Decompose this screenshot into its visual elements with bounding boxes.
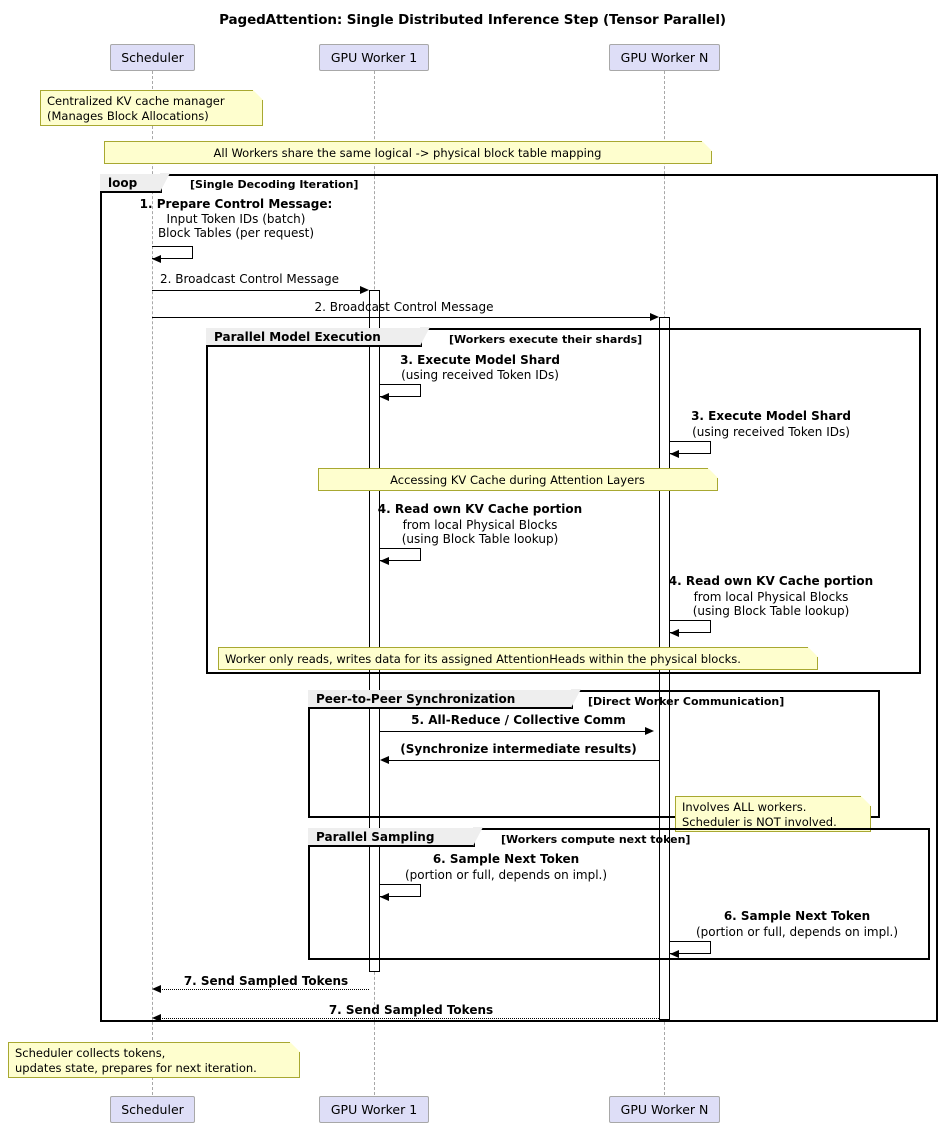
activation-gpu-worker-1-main [369, 290, 380, 972]
message-3-worker1-arrowhead [380, 393, 389, 401]
message-4-workerN-arrowhead [670, 629, 679, 637]
participant-scheduler-top[interactable]: Scheduler [110, 44, 195, 71]
message-3-workerN-title: 3. Execute Model Shard [691, 409, 851, 423]
message-6-worker1-arrowhead [380, 893, 389, 901]
frame-parallel-model-execution [206, 328, 921, 674]
message-6-worker1-self-arrow [380, 884, 421, 897]
frame-loop [100, 174, 938, 1022]
message-5-allreduce-arrowhead [645, 727, 654, 735]
message-5-sync-results-arrowhead [380, 756, 389, 764]
message-2a-line [152, 290, 366, 291]
message-4-workerN-sub2: (using Block Table lookup) [692, 604, 850, 618]
frame-peer-to-peer-sync [308, 690, 880, 818]
message-2b-label: 2. Broadcast Control Message [314, 300, 494, 314]
note-worker-scope: Worker only reads, writes data for its a… [218, 647, 818, 670]
frame-loop-condition: [Single Decoding Iteration] [190, 178, 359, 191]
message-1-arrowhead [152, 255, 161, 263]
message-4-worker1-sub1: from local Physical Blocks [402, 518, 558, 532]
message-3-workerN-self-arrow [670, 441, 711, 454]
lifeline-scheduler [152, 71, 153, 1095]
frame-parallel-model-execution-condition: [Workers execute their shards] [449, 333, 643, 346]
message-5-sync-results-line [388, 760, 659, 761]
frame-parallel-sampling [308, 828, 930, 960]
note-kv-cache-access: Accessing KV Cache during Attention Laye… [318, 468, 718, 491]
message-6-workerN-self-arrow [670, 941, 711, 954]
message-6-workerN-sub: (portion or full, depends on impl.) [695, 925, 899, 939]
participant-scheduler-bottom[interactable]: Scheduler [110, 1096, 195, 1123]
message-6-workerN-arrowhead [670, 950, 679, 958]
message-7b-arrowhead [152, 1014, 161, 1022]
message-1-line-3: Block Tables (per request) [157, 226, 315, 240]
participant-gpu-worker-1-bottom[interactable]: GPU Worker 1 [319, 1096, 429, 1123]
message-4-workerN-self-arrow [670, 620, 711, 633]
note-scheduler-role: Centralized KV cache manager (Manages Bl… [40, 90, 263, 126]
message-4-worker1-self-arrow [380, 548, 421, 561]
message-2b-arrowhead [650, 313, 659, 321]
participant-gpu-worker-n-bottom[interactable]: GPU Worker N [609, 1096, 720, 1123]
frame-peer-to-peer-sync-condition: [Direct Worker Communication] [588, 695, 785, 708]
message-7b-line [160, 1018, 659, 1019]
message-7b-label: 7. Send Sampled Tokens [328, 1003, 494, 1017]
frame-parallel-sampling-condition: [Workers compute next token] [501, 833, 691, 846]
note-p2p-scope: Involves ALL workers. Scheduler is NOT i… [675, 796, 871, 832]
page-title: PagedAttention: Single Distributed Infer… [219, 12, 726, 28]
message-3-worker1-self-arrow [380, 384, 421, 397]
note-scheduler-collect: Scheduler collects tokens, updates state… [8, 1042, 300, 1078]
message-7a-arrowhead [152, 985, 161, 993]
participant-gpu-worker-n-top[interactable]: GPU Worker N [609, 44, 720, 71]
frame-loop-tab: loop [100, 173, 170, 193]
message-5-allreduce-line [380, 731, 650, 732]
message-5-allreduce-label: 5. All-Reduce / Collective Comm [411, 713, 626, 727]
message-3-worker1-sub: (using received Token IDs) [401, 368, 559, 382]
message-6-worker1-title: 6. Sample Next Token [432, 852, 580, 866]
message-2a-arrowhead [360, 286, 369, 294]
message-7a-label: 7. Send Sampled Tokens [183, 974, 349, 988]
message-4-worker1-arrowhead [380, 557, 389, 565]
message-2b-line [152, 317, 655, 318]
message-5-sync-results-label: (Synchronize intermediate results) [400, 742, 637, 756]
message-4-worker1-title: 4. Read own KV Cache portion [377, 502, 583, 516]
message-4-workerN-title: 4. Read own KV Cache portion [668, 574, 874, 588]
participant-gpu-worker-1-top[interactable]: GPU Worker 1 [319, 44, 429, 71]
message-3-worker1-title: 3. Execute Model Shard [400, 353, 560, 367]
frame-parallel-model-execution-tab: Parallel Model Execution [206, 327, 430, 347]
note-shared-block-mapping: All Workers share the same logical -> ph… [104, 141, 712, 164]
frame-peer-to-peer-sync-tab: Peer-to-Peer Synchronization [308, 689, 581, 709]
message-3-workerN-sub: (using received Token IDs) [692, 425, 850, 439]
message-4-workerN-sub1: from local Physical Blocks [693, 590, 849, 604]
message-7a-line [160, 989, 369, 990]
message-4-worker1-sub2: (using Block Table lookup) [401, 532, 559, 546]
message-6-workerN-title: 6. Sample Next Token [723, 909, 871, 923]
message-1-line-2: Input Token IDs (batch) [166, 212, 306, 226]
message-6-worker1-sub: (portion or full, depends on impl.) [404, 868, 608, 882]
message-1-prepare-control-title: 1. Prepare Control Message: [139, 197, 333, 211]
message-1-self-arrow [152, 246, 193, 259]
frame-parallel-sampling-tab: Parallel Sampling [308, 827, 483, 847]
message-3-workerN-arrowhead [670, 450, 679, 458]
message-2a-label: 2. Broadcast Control Message [160, 272, 339, 286]
